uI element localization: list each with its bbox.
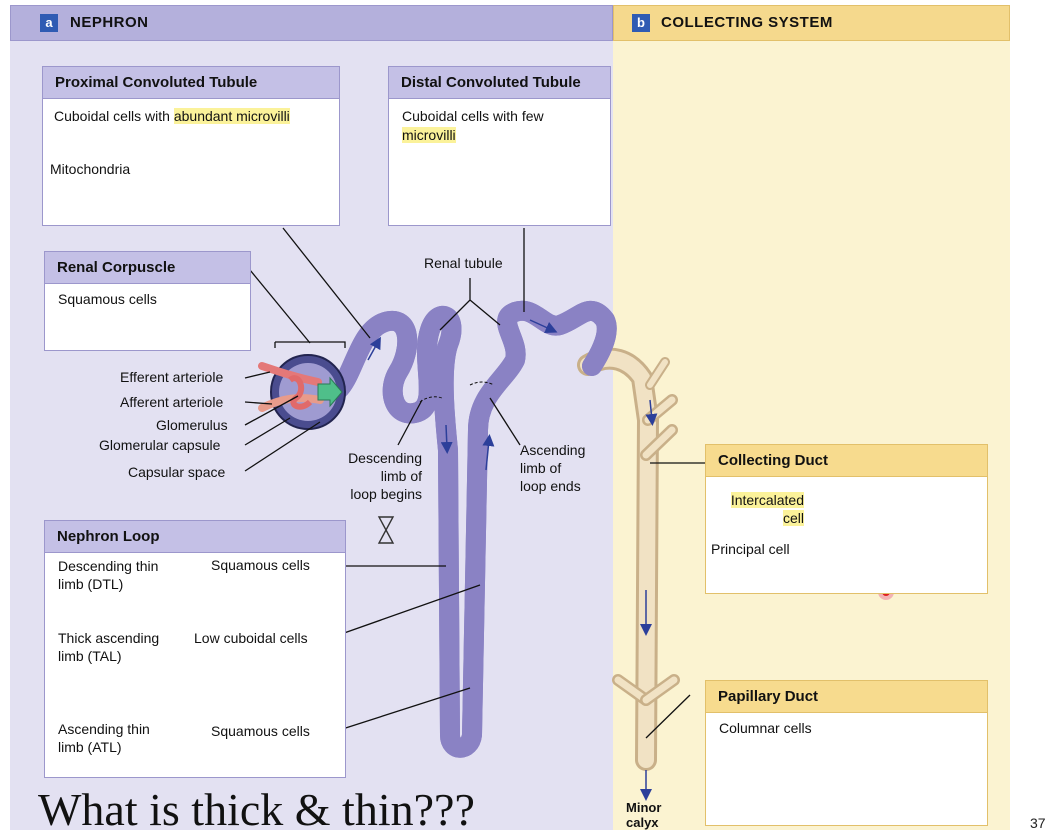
renal-corpuscle-box: Renal Corpuscle (44, 251, 251, 351)
dct-desc-highlight: microvilli (402, 127, 456, 143)
collecting-duct-tube (577, 347, 680, 771)
panel-a-badge: a (40, 14, 58, 32)
capsular-space-label: Capsular space (128, 464, 226, 480)
nephron-header (10, 5, 613, 41)
papillary-duct-box: Papillary Duct (705, 680, 988, 826)
page-number: 37 (1030, 815, 1046, 831)
nephron-tubule (330, 311, 607, 748)
intercalated-cell-label: Intercalated cell (730, 492, 804, 526)
pct-desc-highlight: abundant microvilli (173, 108, 290, 124)
nephron-title: NEPHRON (70, 14, 149, 31)
glomerular-capsule-label: Glomerular capsule (99, 437, 221, 453)
collecting-duct-box: Collecting Duct (705, 444, 988, 594)
overlay-question: What is thick & thin??? (38, 784, 475, 835)
tal-cells-label: Low cuboidal cells (194, 630, 308, 646)
dct-title: Distal Convoluted Tubule (389, 67, 610, 99)
hourglass-icon (377, 516, 395, 544)
efferent-arteriole-label: Efferent arteriole (120, 369, 224, 385)
afferent-arteriole-label: Afferent arteriole (120, 394, 224, 410)
papillary-duct-title: Papillary Duct (706, 681, 987, 713)
renal-corpuscle-title: Renal Corpuscle (45, 252, 250, 284)
glomerulus-label: Glomerulus (156, 417, 228, 433)
pct-box: Proximal Convoluted Tubule (42, 66, 340, 226)
dtl-cells-label: Squamous cells (211, 557, 310, 573)
papillary-duct-desc: Columnar cells (719, 720, 812, 736)
flow-arrows (367, 319, 658, 801)
dct-box: Distal Convoluted Tubule (388, 66, 611, 226)
collecting-system-header (613, 5, 1010, 41)
nephron-loop-title: Nephron Loop (45, 521, 345, 553)
renal-corpuscle-figure (258, 354, 346, 430)
pct-desc: Cuboidal cells with abundant microvilli (54, 107, 290, 125)
renal-corpuscle-desc: Squamous cells (58, 291, 157, 307)
collecting-duct-title: Collecting Duct (706, 445, 987, 477)
pct-desc-prefix: Cuboidal cells with (54, 108, 174, 124)
collecting-system-title: COLLECTING SYSTEM (661, 14, 833, 31)
atl-cells-label: Squamous cells (211, 723, 310, 739)
principal-cell-label: Principal cell (711, 541, 790, 557)
mitochondria-label: Mitochondria (50, 161, 131, 177)
dct-desc-line1: Cuboidal cells with few (402, 108, 544, 124)
nephron-loop-box: Nephron Loop (44, 520, 346, 778)
renal-tubule-label: Renal tubule (424, 255, 503, 271)
pct-title: Proximal Convoluted Tubule (43, 67, 339, 99)
panel-b-badge: b (632, 14, 650, 32)
